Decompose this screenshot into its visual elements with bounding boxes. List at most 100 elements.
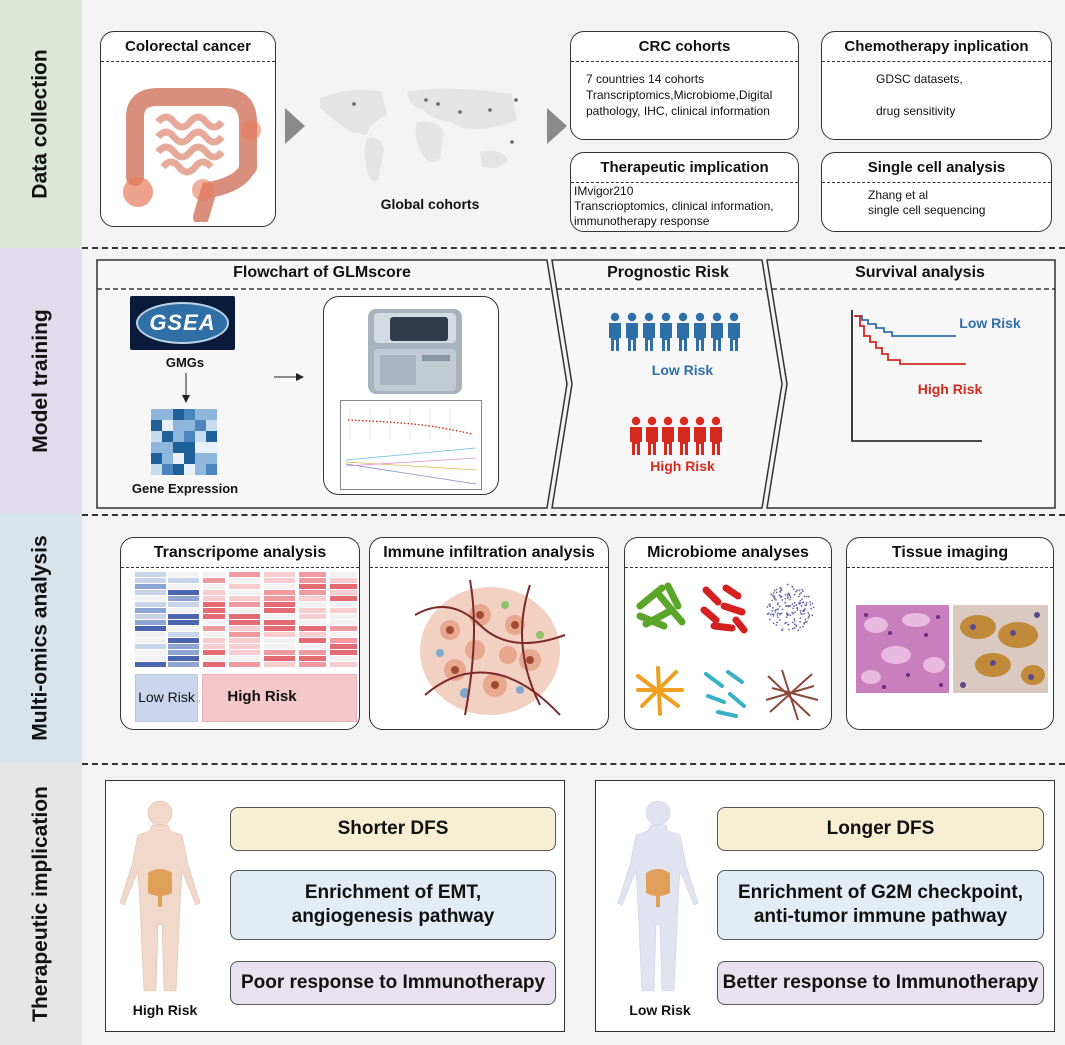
- heatmap-icon: [151, 409, 217, 475]
- heatmap-stripe: [264, 590, 295, 595]
- heatmap-stripe: [299, 626, 326, 631]
- heatmap-cell: [162, 464, 173, 475]
- heatmap-cell: [184, 453, 195, 464]
- crc-line: 7 countries 14 cohorts: [586, 72, 705, 86]
- heatmap-stripe: [264, 650, 295, 655]
- heatmap-stripe: [168, 638, 199, 643]
- heatmap-stripe: [330, 596, 357, 601]
- band-data-collection: Data collection: [0, 0, 82, 248]
- heatmap-cell: [162, 409, 173, 420]
- heatmap-stripe: [229, 632, 260, 637]
- heatmap-stripe: [135, 614, 166, 619]
- heatmap-cell: [162, 431, 173, 442]
- high-risk-label: High Risk: [132, 1002, 198, 1018]
- crc-line: Transcriptomics,Microbiome,Digital: [586, 88, 773, 102]
- arrow-right-icon: [547, 108, 567, 144]
- tumor-microenvironment-icon: [414, 579, 566, 716]
- heatmap-stripe: [229, 656, 260, 661]
- heatmap-stripe: [168, 602, 199, 607]
- microbes-icon: [636, 582, 819, 721]
- arrow-right-icon: [285, 108, 305, 144]
- band-therapeutic: Therapeutic implication: [0, 763, 82, 1045]
- immune-title: Immune infiltration analysis: [370, 538, 608, 568]
- heatmap-stripe: [229, 578, 260, 583]
- heatmap-stripe: [203, 602, 225, 607]
- heatmap-cell: [151, 442, 162, 453]
- heatmap-cell: [195, 431, 206, 442]
- heatmap-stripe: [203, 626, 225, 631]
- heatmap-stripe: [203, 608, 225, 613]
- heatmap-cell: [184, 464, 195, 475]
- low-risk-block: [135, 674, 198, 722]
- prognostic-high-risk: High Risk: [650, 458, 715, 474]
- heatmap-stripe: [135, 584, 166, 589]
- heatmap-stripe: [168, 614, 199, 619]
- heatmap-stripe: [330, 638, 357, 643]
- heatmap-cell: [151, 420, 162, 431]
- heatmap-stripe: [264, 626, 295, 631]
- heatmap-stripe: [168, 608, 199, 613]
- heatmap-cell: [173, 409, 184, 420]
- heatmap-cell: [173, 431, 184, 442]
- heatmap-stripe: [203, 650, 225, 655]
- heatmap-stripe: [229, 596, 260, 601]
- heatmap-stripe: [135, 620, 166, 625]
- pathway-line: anti-tumor immune pathway: [753, 906, 1008, 927]
- heatmap-stripe: [135, 608, 166, 613]
- heatmap-stripe: [299, 662, 326, 667]
- heatmap-cell: [206, 409, 217, 420]
- heatmap-stripe: [299, 608, 326, 613]
- band-multi-omics: Multi-omics analysis: [0, 513, 82, 763]
- heatmap-cell: [151, 464, 162, 475]
- heatmap-cell: [162, 442, 173, 453]
- chemotherapy-title: Chemotherapy inplication: [822, 32, 1051, 62]
- heatmap-stripe: [135, 644, 166, 649]
- heatmap-stripe: [330, 572, 357, 577]
- heatmap-stripe: [264, 638, 295, 643]
- heatmap-stripe: [168, 572, 199, 577]
- g2m-pathway-pill: Enrichment of G2M checkpoint, anti-tumor…: [717, 870, 1044, 940]
- transcriptome-high-risk: High Risk: [227, 688, 297, 705]
- longer-dfs-pill: Longer DFS: [717, 807, 1044, 851]
- heatmap-stripe: [264, 602, 295, 607]
- heatmap-stripe: [203, 656, 225, 661]
- section-label-multi-omics: Multi-omics analysis: [29, 535, 52, 741]
- heatmap-stripe: [203, 578, 225, 583]
- heatmap-stripe: [203, 638, 225, 643]
- heatmap-cell: [162, 420, 173, 431]
- heatmap-stripe: [330, 650, 357, 655]
- heatmap-stripe: [229, 584, 260, 589]
- heatmap-stripe: [229, 602, 260, 607]
- heatmap-stripe: [135, 632, 166, 637]
- heatmap-stripe: [203, 632, 225, 637]
- heatmap-cell: [206, 420, 217, 431]
- heatmap-stripe: [330, 614, 357, 619]
- heatmap-stripe: [168, 626, 199, 631]
- heatmap-stripe: [168, 578, 199, 583]
- heatmap-stripe: [135, 662, 166, 667]
- heatmap-cell: [195, 409, 206, 420]
- heatmap-stripe: [330, 656, 357, 661]
- heatmap-stripe: [330, 608, 357, 613]
- heatmap-stripe: [264, 644, 295, 649]
- heatmap-cell: [206, 431, 217, 442]
- poor-response-pill: Poor response to Immunotherapy: [230, 961, 556, 1005]
- heatmap-stripe: [264, 608, 295, 613]
- colon-icon: [123, 88, 261, 222]
- heatmap-stripe: [203, 584, 225, 589]
- lasso-plot-icon: [340, 400, 482, 490]
- heatmap-stripe: [264, 596, 295, 601]
- gsea-logo: GSEA: [130, 296, 235, 350]
- heatmap-stripe: [203, 662, 225, 667]
- heatmap-cell: [162, 453, 173, 464]
- heatmap-cell: [195, 442, 206, 453]
- heatmap-stripe: [299, 614, 326, 619]
- transcriptome-title: Transcripome analysis: [121, 538, 359, 568]
- emt-pathway-pill: Enrichment of EMT, angiogenesis pathway: [230, 870, 556, 940]
- therapeutic-line: immunotherapy response: [574, 214, 710, 228]
- heatmap-stripe: [168, 644, 199, 649]
- heatmap-stripe: [229, 644, 260, 649]
- heatmap-stripe: [299, 656, 326, 661]
- heatmap-stripe: [168, 590, 199, 595]
- crc-cohorts-box: CRC cohorts 7 countries 14 cohorts Trans…: [570, 31, 799, 140]
